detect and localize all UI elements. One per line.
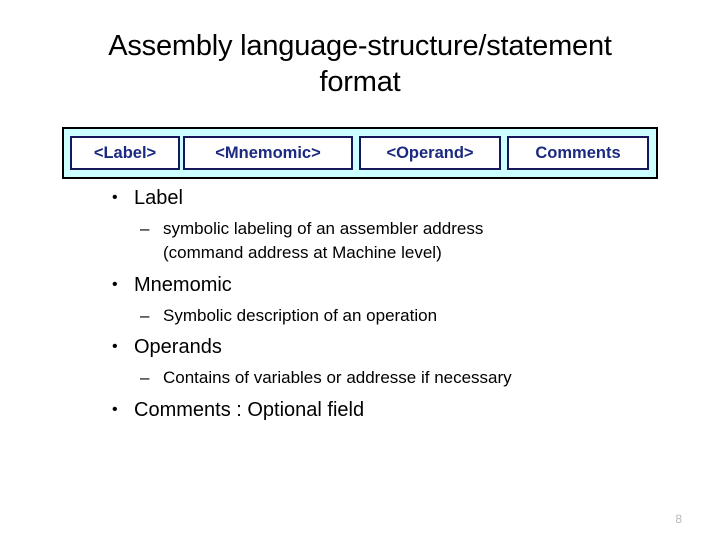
list-item-mnemomic: • Mnemomic [0,271,720,300]
list-subitem-label-line-1: symbolic labeling of an assembler addres… [163,219,484,238]
page-title: Assembly language-structure/statement fo… [50,28,670,101]
list-item-label: • Label [0,184,720,213]
dash-icon: – [140,219,150,238]
statement-format-table: <Label> <Mnemomic> <Operand> Comments [62,127,658,179]
list-subitem-mnemomic-line-1: Symbolic description of an operation [163,305,438,325]
page-title-line-1: Assembly language-structure/statement [108,30,612,62]
bullet-icon: • [112,189,118,206]
list-item-mnemomic-text: Mnemomic [134,273,232,296]
bullet-icon: • [112,401,118,419]
list-item-operands-text: Operands [134,336,222,359]
list-subitem-mnemomic: – Symbolic description of an operation [0,304,720,328]
format-cell-mnemomic: <Mnemomic> [183,136,353,170]
list-subitem-operands-line-1: Contains of variables or addresse if nec… [163,368,512,388]
list-subitem-label: – symbolic labeling of an assembler addr… [0,217,720,265]
dash-icon: – [140,305,150,325]
format-cell-comments: Comments [507,136,649,170]
list-item-operands: • Operands [0,333,720,362]
bullet-icon: • [112,275,118,293]
bullet-list: • Label – symbolic labeling of an assemb… [0,184,720,426]
page-number: 8 [675,512,682,526]
dash-icon: – [140,368,150,388]
list-item-comments: • Comments : Optional field [0,396,720,425]
bullet-icon: • [112,338,118,356]
list-subitem-label-line-2: (command address at Machine level) [163,242,442,262]
list-subitem-operands: – Contains of variables or addresse if n… [0,366,720,390]
format-cell-label: <Label> [70,136,180,170]
list-item-label-text: Label [134,187,183,209]
format-cell-operand: <Operand> [359,136,501,170]
page-title-line-2: format [319,66,401,99]
list-item-comments-text: Comments : Optional field [134,399,365,422]
